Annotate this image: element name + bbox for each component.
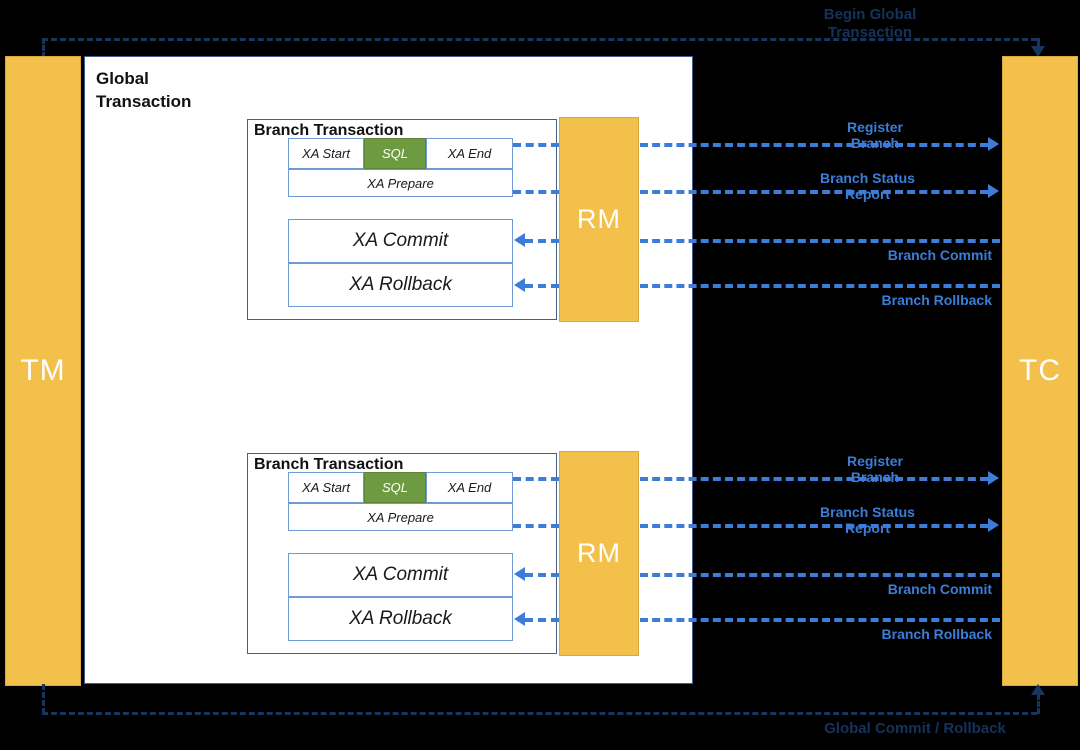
branch-transaction-2-title: Branch Transaction xyxy=(254,456,404,473)
actor-tm-label: TM xyxy=(20,354,66,387)
branch-2-rollback-right-line xyxy=(640,618,1000,622)
tm-top-stub xyxy=(42,38,45,58)
branch-2-xa-commit[interactable]: XA Commit xyxy=(288,553,513,597)
branch-2-rollback-left-line xyxy=(525,618,559,622)
branch-2-commit-left-arrow xyxy=(514,567,525,581)
branch-2-rollback-left-arrow xyxy=(514,612,525,626)
branch-transaction-1-title: Branch Transaction xyxy=(254,122,404,139)
begin-global-transaction-label: Begin Global Transaction xyxy=(790,6,950,42)
tc-bottom-stub xyxy=(1037,694,1040,714)
branch-2-xa-prepare[interactable]: XA Prepare xyxy=(288,503,513,531)
branch-2-commit-left-line xyxy=(525,573,559,577)
branch-1-register-label-line1: Register xyxy=(846,119,904,135)
branch-1-register-arrow xyxy=(988,137,999,151)
branch-1-status-right-line xyxy=(640,190,988,194)
branch-1-xa-start[interactable]: XA Start xyxy=(288,138,364,169)
branch-2-status-arrow xyxy=(988,518,999,532)
branch-2-xa-start[interactable]: XA Start xyxy=(288,472,364,503)
branch-2-register-label: Register Branch xyxy=(800,453,950,485)
branch-2-rollback-label: Branch Rollback xyxy=(881,626,992,642)
actor-rm-2-label: RM xyxy=(577,538,621,568)
branch-2-status-label-line2: Report xyxy=(844,520,891,537)
begin-global-transaction-line xyxy=(42,38,1037,41)
branch-1-rollback-left-line xyxy=(525,284,559,288)
branch-1-commit-left-arrow xyxy=(514,233,525,247)
branch-1-register-label: Register Branch xyxy=(800,119,950,151)
global-transaction-title: Global Transaction xyxy=(96,68,256,114)
branch-1-register-right-line xyxy=(640,143,988,147)
begin-global-transaction-label-line2: Transaction xyxy=(827,24,913,41)
branch-1-status-left-line xyxy=(513,190,559,194)
global-commit-rollback-line xyxy=(42,712,1037,715)
actor-tc-label: TC xyxy=(1019,354,1061,387)
begin-global-transaction-arrow xyxy=(1031,46,1045,57)
branch-1-rollback-right-line xyxy=(640,284,1000,288)
branch-1-register-label-line2: Branch xyxy=(850,135,900,152)
branch-1-status-label-line1: Branch Status xyxy=(820,170,915,186)
branch-1-sql[interactable]: SQL xyxy=(364,138,426,169)
branch-1-rollback-label: Branch Rollback xyxy=(881,292,992,308)
branch-1-register-left-line xyxy=(513,143,559,147)
branch-2-status-label: Branch Status Report xyxy=(790,504,945,536)
branch-2-xa-rollback[interactable]: XA Rollback xyxy=(288,597,513,641)
actor-rm-1-label: RM xyxy=(577,204,621,234)
tm-bottom-stub xyxy=(42,684,45,714)
global-transaction-title-line2: Transaction xyxy=(96,91,192,111)
tc-top-stub xyxy=(1037,38,1040,48)
branch-1-commit-left-line xyxy=(525,239,559,243)
branch-1-status-label: Branch Status Report xyxy=(790,170,945,202)
global-transaction-title-line1: Global xyxy=(96,69,149,88)
actor-tm[interactable]: TM xyxy=(5,56,81,686)
branch-2-register-left-line xyxy=(513,477,559,481)
global-commit-rollback-arrow xyxy=(1031,684,1045,695)
branch-2-status-left-line xyxy=(513,524,559,528)
branch-2-register-right-line xyxy=(640,477,988,481)
branch-2-commit-label: Branch Commit xyxy=(887,581,992,597)
branch-1-commit-label: Branch Commit xyxy=(887,247,992,263)
branch-1-xa-commit[interactable]: XA Commit xyxy=(288,219,513,263)
begin-global-transaction-label-line1: Begin Global xyxy=(823,6,917,23)
branch-1-status-arrow xyxy=(988,184,999,198)
branch-2-step-row: XA Start SQL XA End xyxy=(288,472,513,503)
branch-2-commit-right-line xyxy=(640,573,1000,577)
global-commit-rollback-label: Global Commit / Rollback xyxy=(824,720,1006,737)
branch-2-status-label-line1: Branch Status xyxy=(820,504,915,520)
branch-2-register-label-line2: Branch xyxy=(850,469,900,486)
branch-2-register-label-line1: Register xyxy=(846,453,904,469)
actor-tc[interactable]: TC xyxy=(1002,56,1078,686)
branch-1-rollback-left-arrow xyxy=(514,278,525,292)
branch-2-register-arrow xyxy=(988,471,999,485)
branch-2-status-right-line xyxy=(640,524,988,528)
actor-rm-1[interactable]: RM xyxy=(559,117,639,322)
branch-1-step-row: XA Start SQL XA End xyxy=(288,138,513,169)
branch-2-sql[interactable]: SQL xyxy=(364,472,426,503)
branch-1-xa-prepare[interactable]: XA Prepare xyxy=(288,169,513,197)
branch-1-xa-end[interactable]: XA End xyxy=(426,138,513,169)
branch-1-commit-right-line xyxy=(640,239,1000,243)
actor-rm-2[interactable]: RM xyxy=(559,451,639,656)
branch-2-xa-end[interactable]: XA End xyxy=(426,472,513,503)
branch-1-status-label-line2: Report xyxy=(844,186,891,203)
branch-1-xa-rollback[interactable]: XA Rollback xyxy=(288,263,513,307)
